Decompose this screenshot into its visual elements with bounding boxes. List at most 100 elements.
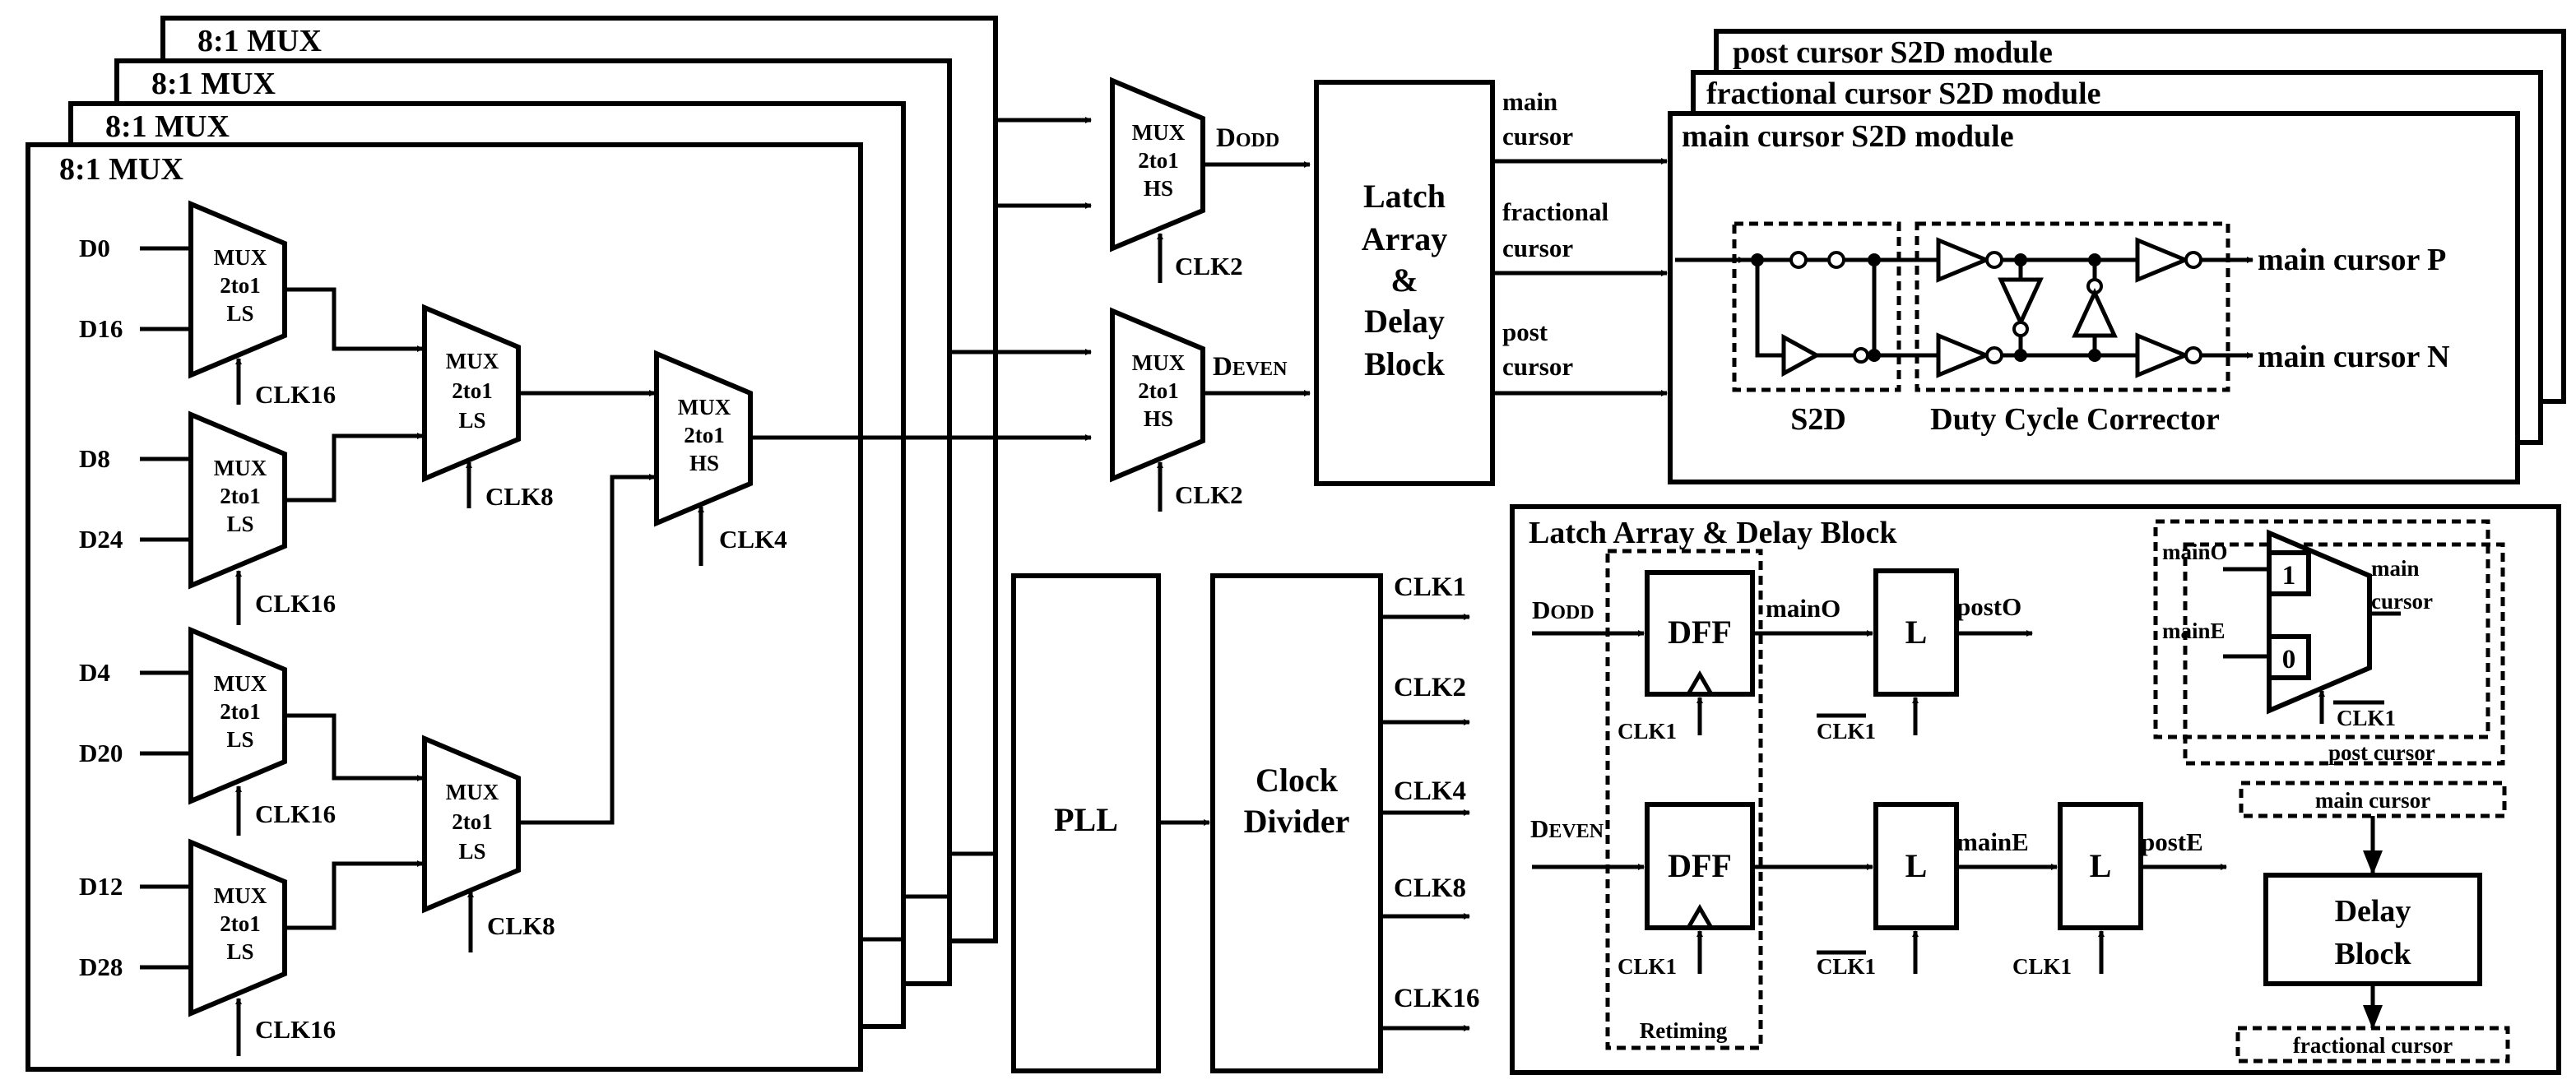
fractional-cursor-caption: fractional cursor xyxy=(2293,1033,2453,1058)
divider-out-clk2: CLK2 xyxy=(1394,673,1466,702)
fractional-cursor-dashed-box xyxy=(2235,1026,2510,1064)
divider-out-clk4: CLK4 xyxy=(1394,776,1466,806)
clk8-label: CLK8 xyxy=(485,482,554,511)
mux-8to1-stack: 8:1 MUX 8:1 MUX 8:1 MUX 8:1 MUX xyxy=(26,16,998,1072)
input-d28: D28 xyxy=(79,952,123,981)
clk1-label: CLK1 xyxy=(2012,954,2072,979)
mux-label: 2to1 xyxy=(1138,148,1179,173)
retiming-label: Retiming xyxy=(1640,1018,1728,1043)
dff-label: DFF xyxy=(1668,847,1732,884)
input-d0: D0 xyxy=(79,234,110,262)
mux-input-1-label: 1 xyxy=(2282,561,2296,591)
mux-hs-odd: MUX 2to1 HS CLK2 DODD xyxy=(1110,76,1311,283)
clk1-bar-label: CLK1 xyxy=(1817,719,1876,744)
main-cursor-n-label: main cursor N xyxy=(2258,340,2450,374)
mux-input-0-label: 0 xyxy=(2282,645,2296,674)
pll-block: PLL xyxy=(1011,573,1161,1073)
retiming-dashed-box xyxy=(1605,549,1763,1050)
mux-stage1-a: MUX 2to1 LS D0 D16 CLK16 xyxy=(79,200,336,409)
post-cursor-label: cursor xyxy=(1502,352,1573,381)
latch-block-label: Delay xyxy=(1364,303,1445,340)
mux-label: 2to1 xyxy=(220,273,261,298)
latch-block-label: & xyxy=(1390,262,1418,299)
mux-label: MUX xyxy=(446,780,499,804)
latch-block-label: Block xyxy=(1364,345,1446,382)
clk1-label: CLK1 xyxy=(1618,954,1677,979)
latch-label: L xyxy=(1905,614,1928,651)
clk16-label: CLK16 xyxy=(255,1015,336,1044)
post-e-label: postE xyxy=(2141,827,2203,856)
delay-block-label: Block xyxy=(2335,937,2412,971)
latch-block-label: Array xyxy=(1362,220,1447,257)
mux-label: MUX xyxy=(1132,350,1186,375)
mux-label: MUX xyxy=(1132,120,1186,145)
mux-input-1-box xyxy=(2267,550,2311,596)
input-d16: D16 xyxy=(79,314,123,343)
mux-stage3-hs: MUX 2to1 HS CLK4 xyxy=(654,350,787,566)
sel-main-o-label: mainO xyxy=(2162,540,2228,564)
mux-stage1-c: MUX 2to1 LS D4 D20 CLK16 xyxy=(79,626,336,836)
mux-8to1-title-1: 8:1 MUX xyxy=(105,109,230,144)
mux-label: MUX xyxy=(446,349,499,373)
dcc-label: Duty Cycle Corrector xyxy=(1930,402,2220,437)
clk1-bar-label: CLK1 xyxy=(1817,954,1876,979)
post-cursor-dashed-box xyxy=(2183,542,2505,766)
d-even-label: DEVEN xyxy=(1530,814,1604,843)
detail-title: Latch Array & Delay Block xyxy=(1529,516,1897,550)
mux-stage2-b: MUX 2to1 LS CLK8 xyxy=(422,734,555,952)
post-o-label: postO xyxy=(1956,592,2021,621)
input-d8: D8 xyxy=(79,444,110,473)
mux-label: 2to1 xyxy=(1138,378,1179,403)
input-d20: D20 xyxy=(79,739,123,767)
mux-label: MUX xyxy=(214,456,267,480)
dcc-dashed-box xyxy=(1915,221,2230,392)
mux-label: 2to1 xyxy=(452,378,493,403)
pll-label: PLL xyxy=(1054,801,1118,838)
mux-label: HS xyxy=(1144,406,1173,431)
clk1-label: CLK1 xyxy=(1618,719,1677,744)
mux-label: MUX xyxy=(214,671,267,696)
clk8-label: CLK8 xyxy=(487,911,555,940)
s2d-dashed-box xyxy=(1732,221,1901,392)
inverter-icon xyxy=(1936,237,1992,283)
main-cursor-caption: main cursor xyxy=(2315,788,2430,813)
post-cursor-caption: post cursor xyxy=(2328,740,2435,765)
mux-stage1-b: MUX 2to1 LS D8 D24 CLK16 xyxy=(79,410,336,625)
input-d4: D4 xyxy=(79,658,110,687)
latch-even-2 xyxy=(2058,802,2143,930)
s2d-title-post: post cursor S2D module xyxy=(1733,35,2053,70)
mux-label: 2to1 xyxy=(452,809,493,834)
mux-label: LS xyxy=(226,727,253,752)
delay-block xyxy=(2263,873,2482,986)
clk16-label: CLK16 xyxy=(255,380,336,409)
dff-label: DFF xyxy=(1668,614,1732,651)
inverter-icon xyxy=(2135,332,2191,378)
clk2-label: CLK2 xyxy=(1175,252,1243,280)
clk4-label: CLK4 xyxy=(719,525,787,554)
d-odd-label: DODD xyxy=(1532,595,1594,624)
latch-block-label: Latch xyxy=(1363,178,1446,215)
divider-out-clk16: CLK16 xyxy=(1394,984,1480,1013)
main-o-label: mainO xyxy=(1766,594,1840,623)
mux-label: HS xyxy=(689,451,719,475)
mux-8to1-title-3: 8:1 MUX xyxy=(197,24,322,58)
mux-8to1-title-2: 8:1 MUX xyxy=(151,67,276,101)
clk1-bar-label: CLK1 xyxy=(2337,706,2396,730)
latch-label: L xyxy=(1905,847,1928,884)
d-even-label: DEVEN xyxy=(1213,352,1288,382)
main-cursor-label: cursor xyxy=(1502,122,1573,151)
fractional-cursor-label: fractional xyxy=(1502,197,1609,226)
mux-label: 2to1 xyxy=(220,484,261,508)
clock-divider-block: Clock Divider xyxy=(1210,573,1383,1073)
main-cursor-label: main xyxy=(1502,87,1557,116)
s2d-title-main: main cursor S2D module xyxy=(1682,119,2014,154)
clk16-label: CLK16 xyxy=(255,799,336,828)
s2d-frame-main xyxy=(1668,111,2520,484)
main-e-label: mainE xyxy=(1956,827,2029,856)
mux-8to1-frame-main xyxy=(26,142,863,1072)
latch-array-delay-block: Latch Array & Delay Block xyxy=(1314,80,1495,486)
sel-out-label: cursor xyxy=(2371,589,2433,614)
post-cursor-label: post xyxy=(1502,317,1548,346)
mux-label: 2to1 xyxy=(220,911,261,936)
